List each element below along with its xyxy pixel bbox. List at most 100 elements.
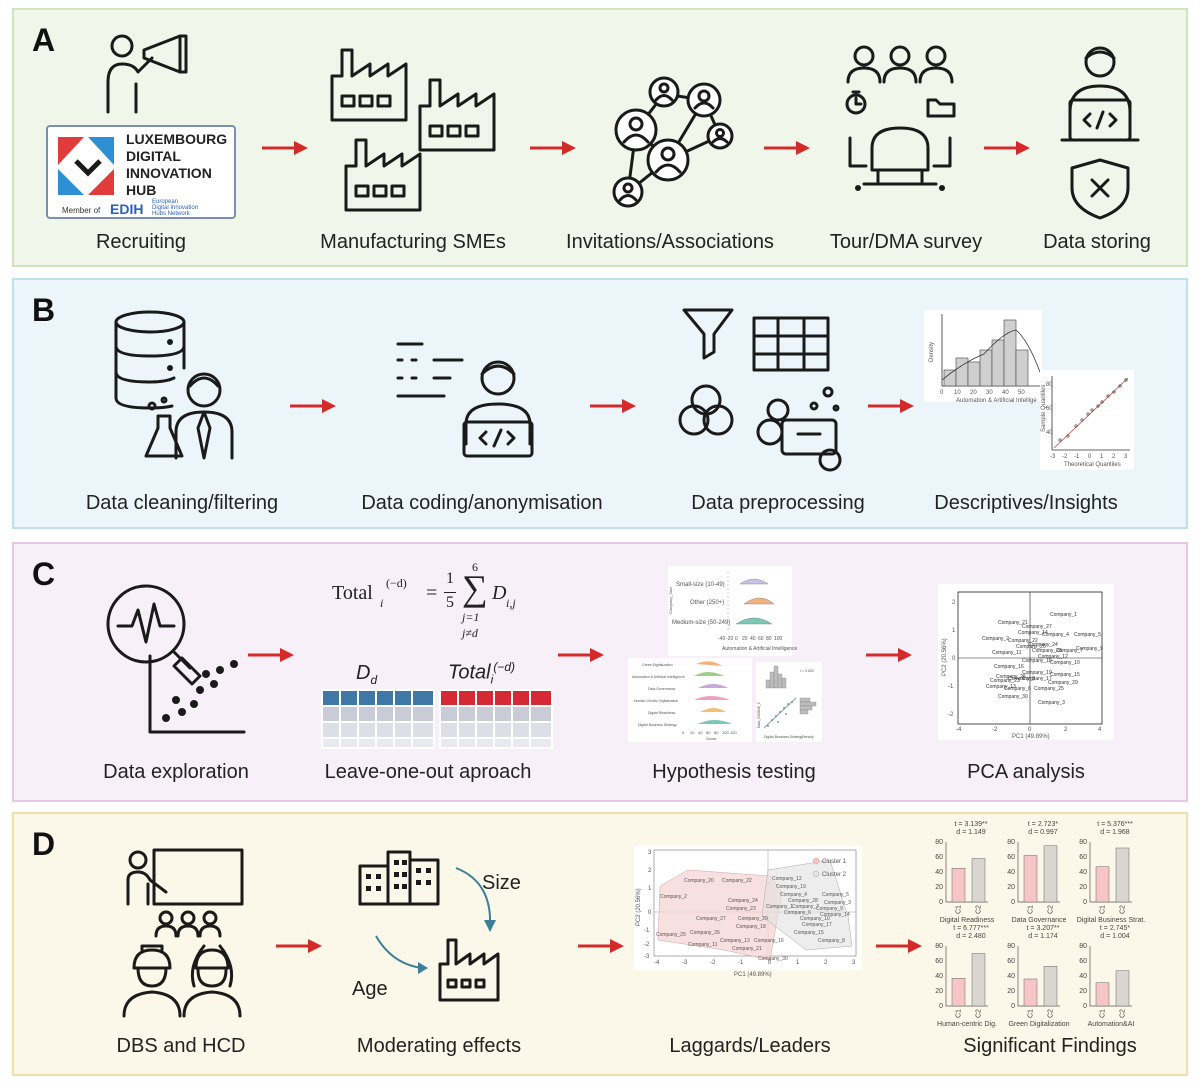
cluster-label: Company_27 [696, 916, 726, 922]
ridge-xtick: 40 [750, 636, 756, 642]
ridge-plot-1-svg: Small-size (10-49) Other (250+) Medium-s… [668, 572, 798, 652]
formula-frac-num: 1 [446, 570, 454, 587]
edih-network-1: European [152, 199, 179, 205]
step-data-coding: Data coding/anonymisation [361, 492, 603, 514]
ldih-text-3: INNOVATION [126, 165, 212, 181]
ldih-text-4: HUB [126, 182, 157, 198]
cluster-label: Company_4 [780, 892, 807, 898]
ridge2-xtick: 20 [690, 730, 695, 735]
cluster-label: Company_10 [800, 916, 830, 922]
bar-ytick: 20 [935, 988, 943, 995]
bar-category-label: C2 [1120, 1009, 1127, 1018]
cluster-label: Company_19 [776, 884, 806, 890]
cluster-label: Company_11 [688, 942, 718, 948]
step-hypothesis-testing: Hypothesis testing [652, 761, 816, 783]
cluster-label: Company_18 [736, 924, 766, 930]
cluster-ytick: 0 [648, 910, 652, 916]
flow-arrow-icon [290, 399, 336, 413]
bar-ytick: 80 [1079, 943, 1087, 950]
pca-point-label: Company_15 [1050, 672, 1080, 678]
cluster-label: Company_9 [816, 906, 843, 912]
pca-point-label: Company_8 [1008, 676, 1035, 682]
formula-lhs-sup: (−d) [386, 576, 407, 590]
ridge2-xtick: 100 [722, 730, 729, 735]
scatter-xlabel2: Density [802, 735, 814, 739]
cluster-label: Company_28 [788, 898, 818, 904]
bar-c1 [1095, 982, 1110, 1007]
pca-point-label: Company_23 [990, 678, 1020, 684]
ridge-xtick: 100 [774, 636, 783, 642]
flow-arrow-icon [868, 399, 914, 413]
flow-arrow-icon [262, 141, 308, 155]
loo-tables [321, 689, 553, 749]
cluster-label: Company_12 [772, 876, 802, 882]
cluster-label: Company_25 [656, 932, 686, 938]
developer-shield-icon [1060, 46, 1140, 220]
cluster-label: Company_30 [758, 956, 788, 962]
formula-frac-bar [444, 592, 456, 593]
flow-arrow-icon [248, 648, 294, 662]
pca-point-label: Company_9 [1076, 646, 1103, 652]
step-dbs-hcd: DBS and HCD [116, 1035, 246, 1057]
coder-icon [396, 342, 534, 458]
ridge2-row: Human-Centric Digitalization [634, 699, 678, 703]
bar-ytick: 80 [935, 943, 943, 950]
bar-category-label: C2 [976, 1009, 983, 1018]
bar-stat-t: t = 3.207** [1027, 925, 1060, 932]
qq-ytick: 40 [1046, 430, 1053, 436]
ridge-xtick: 60 [758, 636, 764, 642]
ridge-ylabel: Company_Size [668, 586, 673, 614]
step-laggards-leaders: Laggards/Leaders [669, 1035, 831, 1057]
bar-ytick: 0 [939, 1003, 943, 1010]
pca-ylabel: PC2 (20.56%) [942, 638, 948, 676]
bar-ytick: 20 [1007, 988, 1015, 995]
step-data-cleaning: Data cleaning/filtering [85, 492, 279, 514]
bar-chart-title: Digital Readiness [940, 917, 995, 924]
cluster-ytick: -1 [644, 928, 650, 934]
pca-ytick: 1 [952, 628, 956, 634]
step-descriptives: Descriptives/Insights [934, 492, 1118, 514]
bar-c1 [1023, 978, 1038, 1007]
bar-ytick: 40 [1007, 973, 1015, 980]
ridge-row: Other (250+) [690, 600, 724, 606]
pca-point-label: Company_29 [1048, 680, 1078, 686]
bar-ytick: 60 [1079, 958, 1087, 965]
cluster-label: Company_20 [684, 878, 714, 884]
cluster-ytick: 1 [648, 886, 652, 892]
qq-ytick: 60 [1046, 406, 1053, 412]
bar-ytick: 80 [1007, 943, 1015, 950]
bar-ytick: 80 [1007, 839, 1015, 846]
bar-chart-title: Data Governance [1012, 917, 1067, 924]
bar-stat-d: d = 1.968 [1100, 829, 1129, 836]
bar-stat-t: t = 2.723* [1028, 821, 1058, 828]
ridge2-row: Digital Readiness [648, 711, 675, 715]
formula-lhs-sub: i [380, 596, 384, 610]
cluster-xtick: 1 [796, 960, 800, 966]
label-dd: Dd [356, 662, 377, 687]
step-invitations: Invitations/Associations [566, 231, 774, 253]
flow-arrow-icon [276, 939, 322, 953]
ridge-xtick: -20 [726, 636, 733, 642]
label-total-sup: (−d) [493, 660, 515, 674]
scatter-ylabel: Data_DGDNE_2 [757, 702, 761, 728]
pca-point-label: Company_28 [1032, 648, 1062, 654]
step-pca-analysis: PCA analysis [967, 761, 1085, 783]
pca-point-label: Company_10 [1050, 660, 1080, 666]
cluster-xlabel: PC1 (49.89%) [734, 972, 772, 978]
pca-xtick: 4 [1098, 727, 1102, 733]
pca-point-label: Company_20 [1016, 644, 1046, 650]
pca-point-label: Company_18 [1022, 658, 1052, 664]
panel-label: C [32, 556, 56, 592]
bar-c2 [1043, 966, 1058, 1007]
cluster-label: Company_8 [818, 938, 845, 944]
ridge2-xtick: 80 [714, 730, 719, 735]
cluster-label: Company_15 [794, 930, 824, 936]
step-tour-dma-survey: Tour/DMA survey [829, 231, 983, 253]
qq-ylabel: Sample Quantiles [1041, 385, 1047, 432]
scatter-marginal-svg: r = 0.602 Data_DGDNE_2 Digital Business … [757, 665, 817, 739]
ridge-xtick: 0 [735, 636, 738, 642]
pca-svg: PC1 (49.89%) PC2 (20.56%) -4 -2 0 2 4 2 … [942, 591, 1103, 740]
cluster-ytick: -2 [644, 942, 650, 948]
